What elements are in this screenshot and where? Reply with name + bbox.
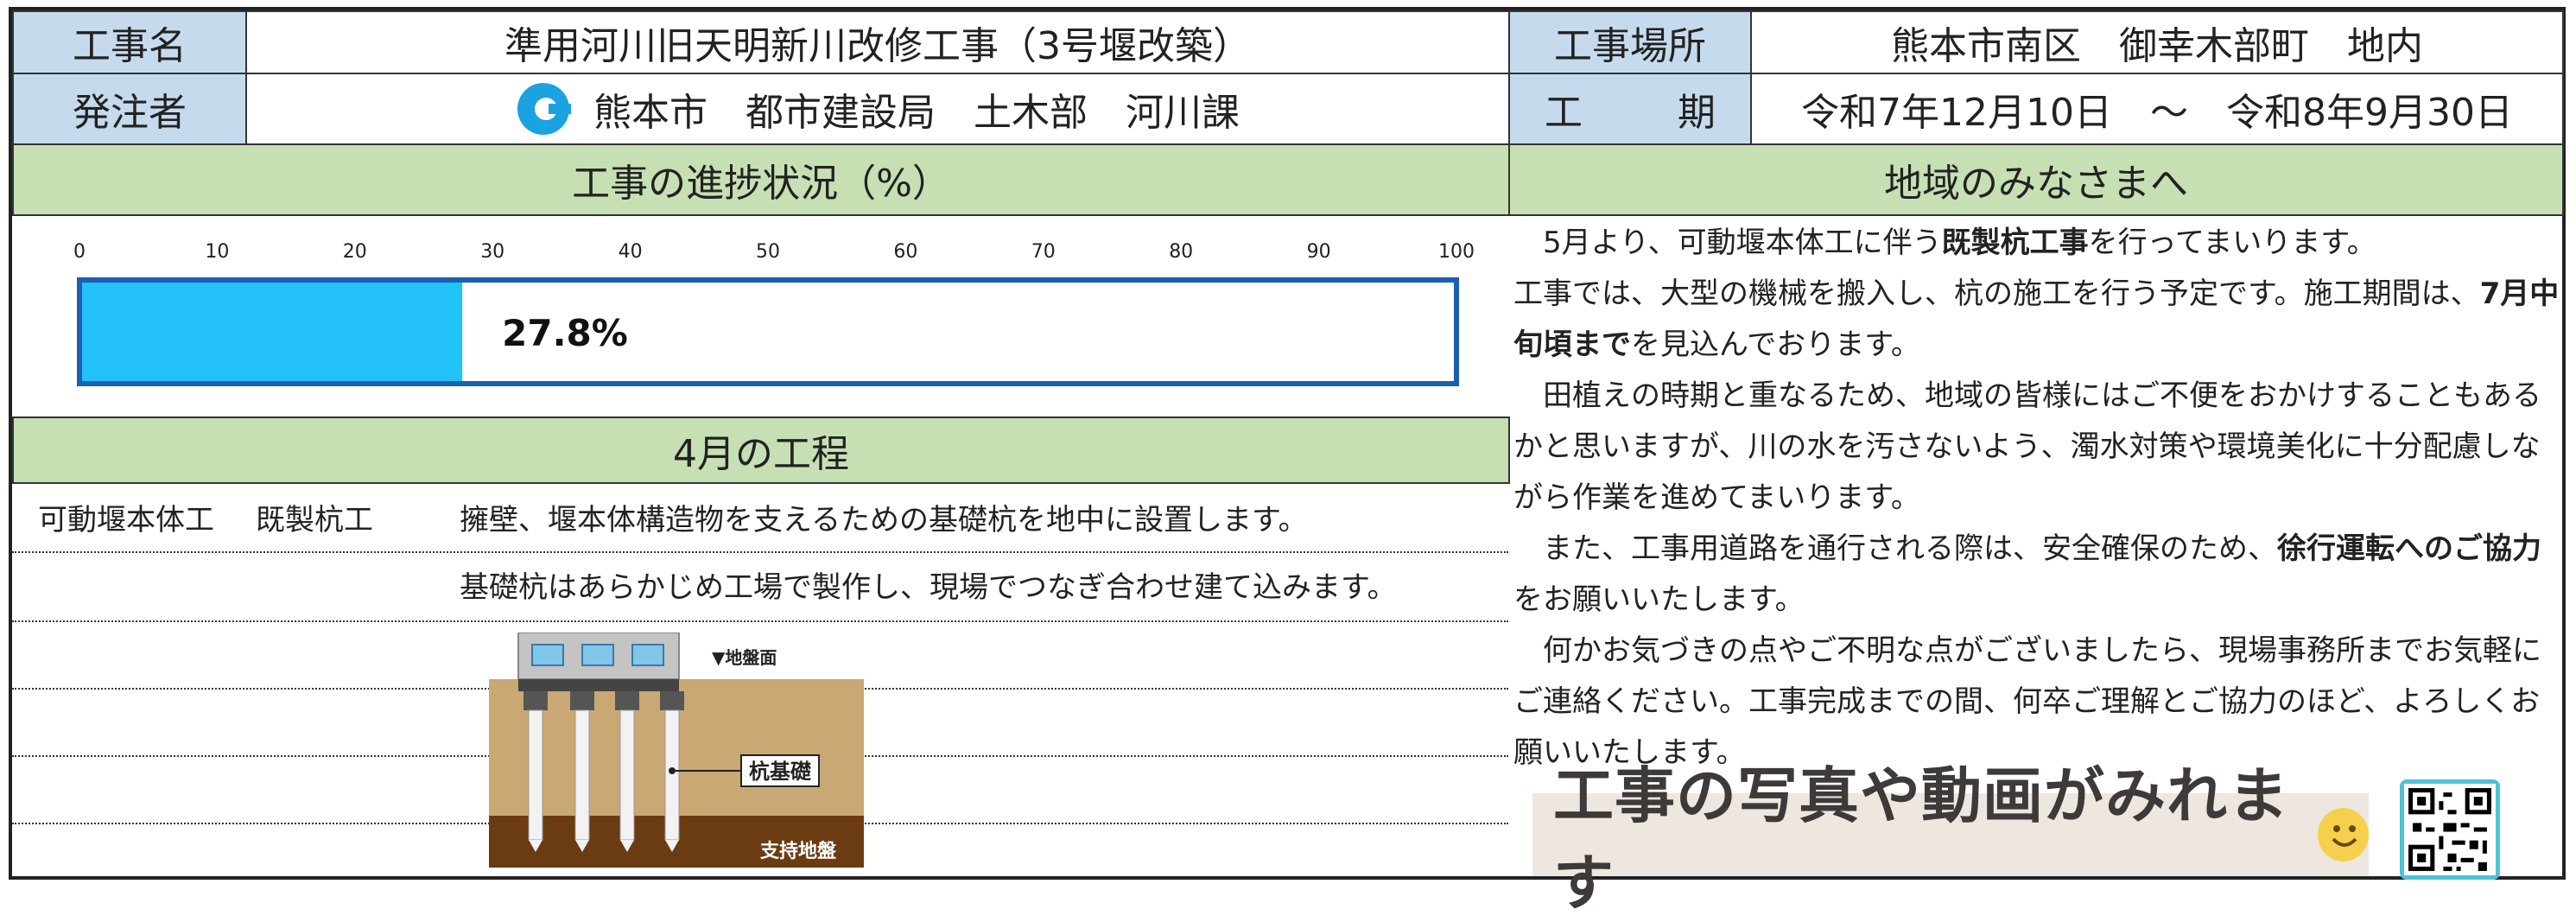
work-item: 既製杭工 — [256, 503, 373, 537]
divider-line — [12, 620, 1508, 622]
work-description-2: 基礎杭はあらかじめ工場で製作し、現場でつなぎ合わせ建て込みます。 — [460, 570, 1397, 605]
qr-code-icon[interactable] — [2400, 779, 2500, 880]
pile-label: 杭基礎 — [749, 760, 811, 784]
schedule-section-title: 4月の工程 — [12, 416, 1510, 484]
progress-tick-label: 40 — [619, 241, 643, 263]
progress-tick-label: 0 — [73, 241, 86, 263]
progress-tick-label: 20 — [343, 241, 367, 263]
period-label: 工期 — [1508, 73, 1752, 145]
progress-tick-label: 70 — [1031, 241, 1056, 263]
photo-video-banner[interactable]: 工事の写真や動画がみれます — [1532, 760, 2369, 919]
progress-bar-chart: 0 10 20 30 40 50 60 70 80 90 100 27.8% — [73, 241, 1475, 386]
progress-tick-label: 90 — [1307, 241, 1331, 263]
orderer-value: 熊本市 都市建設局 土木部 河川課 — [245, 73, 1510, 145]
progress-area: 0 10 20 30 40 50 60 70 80 90 100 27.8% — [12, 218, 1508, 422]
message-body: 5月より、可動堰本体工に伴う既製杭工事を行ってまいります。 工事では、大型の機械… — [1513, 226, 2560, 770]
work-type: 可動堰本体工 — [38, 503, 214, 537]
banner-text: 工事の写真や動画がみれます — [1553, 760, 2289, 919]
progress-tick-label: 100 — [1438, 241, 1475, 263]
period-value: 令和7年12月10日 ～ 令和8年9月30日 — [1750, 73, 2564, 145]
progress-tick-label: 60 — [893, 241, 917, 263]
work-description-1: 擁壁、堰本体構造物を支えるための基礎杭を地中に設置します。 — [460, 503, 1308, 537]
notice-board-frame — [9, 7, 2566, 880]
message-section-title: 地域のみなさまへ — [1508, 143, 2564, 216]
project-name-label: 工事名 — [12, 10, 247, 74]
orderer-label: 発注者 — [12, 73, 247, 145]
progress-tick-label: 50 — [756, 241, 780, 263]
progress-tick-label: 10 — [205, 241, 229, 263]
divider-line — [12, 551, 1508, 553]
pile-foundation-diagram: 杭基礎 ▼地盤面 支持地盤 — [489, 632, 864, 868]
progress-tick-label: 80 — [1169, 241, 1193, 263]
progress-value-label: 27.8% — [502, 312, 628, 354]
ground-level-label: ▼地盤面 — [712, 647, 777, 668]
smile-icon — [2317, 808, 2369, 862]
progress-bar-fill — [82, 283, 463, 381]
kumamoto-city-logo — [517, 83, 571, 135]
progress-tick-label: 30 — [480, 241, 504, 263]
schedule-area: 可動堰本体工 既製杭工 擁壁、堰本体構造物を支えるための基礎杭を地中に設置します… — [12, 484, 1508, 869]
project-name-value: 準用河川旧天明新川改修工事（3号堰改築） — [245, 10, 1510, 74]
location-value: 熊本市南区 御幸木部町 地内 — [1750, 10, 2564, 74]
location-label: 工事場所 — [1508, 10, 1752, 74]
bearing-layer-label: 支持地盤 — [760, 840, 837, 862]
progress-section-title: 工事の進捗状況（%） — [12, 143, 1510, 216]
